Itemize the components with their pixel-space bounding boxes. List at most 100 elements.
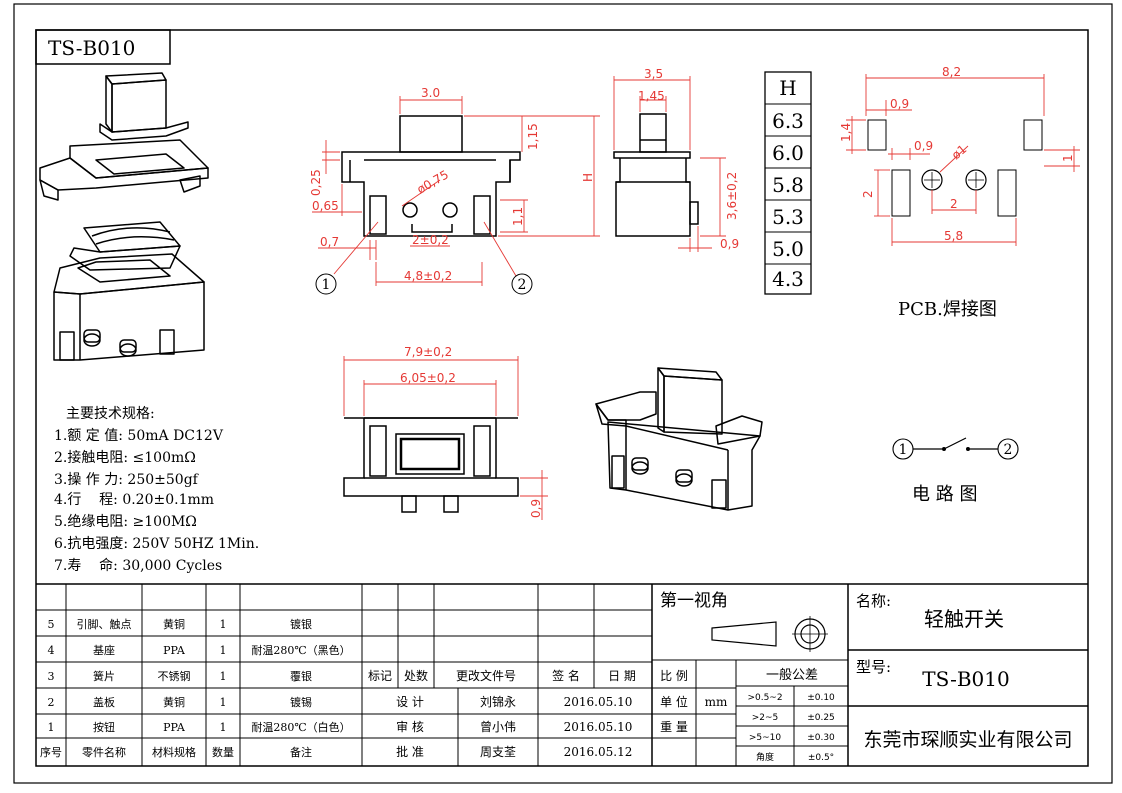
circuit-caption: 电 路 图 — [912, 484, 977, 505]
model-box: TS-B010 — [35, 29, 171, 65]
h-table-value: 5.3 — [772, 205, 804, 229]
spec-item: 2.接触电阻: ≤100mΩ — [54, 449, 196, 466]
product-info: 名称: 轻触开关 型号: TS-B010 东莞市琛顺实业有限公司 — [856, 592, 1073, 751]
dim-0-7: 0,7 — [320, 235, 339, 249]
name-value: 轻触开关 — [924, 607, 1004, 631]
part-no: 4 — [48, 644, 55, 657]
h-table-header: H — [779, 76, 796, 100]
dim-1-4: 1,4 — [839, 123, 853, 142]
unit-label: 单 位 — [660, 694, 688, 709]
model-label: 型号: — [856, 658, 891, 676]
part-name: 簧片 — [93, 669, 115, 683]
iso-view — [595, 367, 763, 511]
spec-list: 主要技术规格: 1.额 定 值: 50mA DC12V 2.接触电阻: ≤100… — [54, 406, 259, 574]
rev-sign: 签 名 — [552, 668, 580, 683]
part-name: 盖板 — [93, 695, 115, 709]
part-material: PPA — [163, 644, 186, 657]
h-table-value: 5.8 — [772, 173, 804, 197]
rev-date: 日 期 — [608, 669, 636, 683]
review-name: 曾小伟 — [480, 720, 516, 734]
circuit-pin2: 2 — [1004, 442, 1013, 458]
dim-2-v: 2 — [861, 190, 875, 198]
spec-item: 6.抗电强度: 250V 50HZ 1Min. — [54, 536, 259, 552]
inner-frame — [35, 29, 1089, 767]
header-qty: 数量 — [212, 746, 234, 759]
header-material: 材料规格 — [152, 745, 196, 759]
rev-mark: 标记 — [368, 669, 392, 683]
dim-1-1: 1,1 — [511, 207, 525, 226]
review-label: 审 核 — [396, 719, 424, 734]
dim-phi1: ø1 — [949, 142, 969, 162]
parts-list: 5 引脚、触点 黄铜 1 镀银 4 基座 PPA 1 耐温280℃（黑色） 3 … — [40, 617, 351, 759]
scale-label: 比 例 — [660, 669, 688, 683]
unit-value: mm — [705, 695, 728, 709]
dim-4-8: 4,8±0,2 — [404, 269, 452, 283]
part-material: 黄铜 — [163, 617, 185, 631]
circuit-pin1: 1 — [899, 442, 908, 458]
dim-0-9-bottom: 0,9 — [529, 499, 543, 518]
part-material: 不锈钢 — [158, 670, 191, 683]
review-date: 2016.05.10 — [564, 720, 633, 734]
dim-8-2: 8,2 — [942, 65, 961, 79]
title-block — [36, 583, 1088, 766]
bottom-view: 7,9±0,2 6,05±0,2 0,9 — [343, 345, 548, 520]
rev-count: 处数 — [404, 668, 428, 683]
dim-3-6: 3,6±0,2 — [725, 172, 739, 220]
part-no: 3 — [48, 670, 55, 683]
spec-item: 5.绝缘电阻: ≥100MΩ — [54, 514, 197, 530]
part-note: 覆银 — [290, 669, 312, 683]
tolerance-block: 第一视角 比 例 单 位 mm 重 量 一般公差 >0.5~2 ±0.10 >2… — [660, 591, 835, 763]
spec-item: 4.行 程: 0.20±0.1mm — [54, 492, 214, 508]
rev-doc: 更改文件号 — [456, 668, 516, 683]
dim-0-9-side: 0,9 — [720, 237, 739, 251]
approve-date: 2016.05.12 — [564, 745, 633, 759]
dim-2: 2±0,2 — [412, 233, 449, 247]
part-no: 1 — [48, 721, 55, 734]
h-table-value: 5.0 — [772, 237, 804, 261]
part-name: 基座 — [93, 643, 115, 657]
part-name: 引脚、触点 — [77, 617, 132, 631]
first-angle-label: 第一视角 — [660, 591, 728, 611]
weight-label: 重 量 — [660, 720, 688, 734]
part-note: 耐温280℃（黑色） — [251, 643, 350, 657]
spec-item: 7.寿 命: 30,000 Cycles — [54, 557, 222, 574]
dim-H: H — [581, 173, 595, 182]
tol-range: >0.5~2 — [747, 693, 782, 703]
tol-range: 角度 — [756, 751, 774, 763]
header-no: 序号 — [40, 745, 62, 759]
name-label: 名称: — [856, 592, 891, 610]
part-qty: 1 — [220, 644, 227, 657]
h-table-value: 4.3 — [772, 267, 804, 291]
spec-title: 主要技术规格: — [66, 406, 155, 422]
dim-1: 1 — [1061, 154, 1075, 162]
pin1-label: 1 — [322, 277, 331, 293]
part-qty: 1 — [220, 618, 227, 631]
approve-name: 周支荃 — [480, 745, 516, 759]
model-box-text: TS-B010 — [48, 36, 135, 60]
design-name: 刘锦永 — [480, 695, 516, 709]
spec-item: 1.额 定 值: 50mA DC12V — [54, 428, 224, 444]
tol-range: >2~5 — [752, 713, 779, 723]
pcb-layout: 8,2 0,9 1,4 0,9 ø1 1 2 2 5,8 PCB.焊接图 — [839, 65, 1080, 320]
dim-3-5: 3,5 — [644, 67, 663, 81]
dim-hole: ø0,75 — [415, 167, 451, 196]
design-label: 设 计 — [396, 695, 424, 709]
part-qty: 1 — [220, 721, 227, 734]
header-name: 零件名称 — [82, 745, 126, 759]
dim-0-25: 0,25 — [309, 169, 323, 196]
dim-1-15: 1,15 — [526, 123, 540, 150]
tol-range: >5~10 — [749, 733, 782, 743]
dim-3-0: 3.0 — [421, 86, 440, 100]
tolerance-title: 一般公差 — [766, 667, 818, 683]
tol-value: ±0.10 — [807, 693, 835, 703]
part-note: 镀锡 — [290, 695, 312, 709]
part-no: 2 — [48, 696, 55, 709]
dim-6-05: 6,05±0,2 — [400, 371, 456, 385]
circuit-diagram: 1 2 电 路 图 — [892, 437, 1019, 505]
dim-1-45: 1,45 — [638, 89, 665, 103]
company-name: 东莞市琛顺实业有限公司 — [863, 729, 1072, 751]
tol-value: ±0.5° — [808, 753, 834, 763]
dim-0-9-b: 0,9 — [914, 139, 933, 153]
dim-0-9-a: 0,9 — [890, 97, 909, 111]
